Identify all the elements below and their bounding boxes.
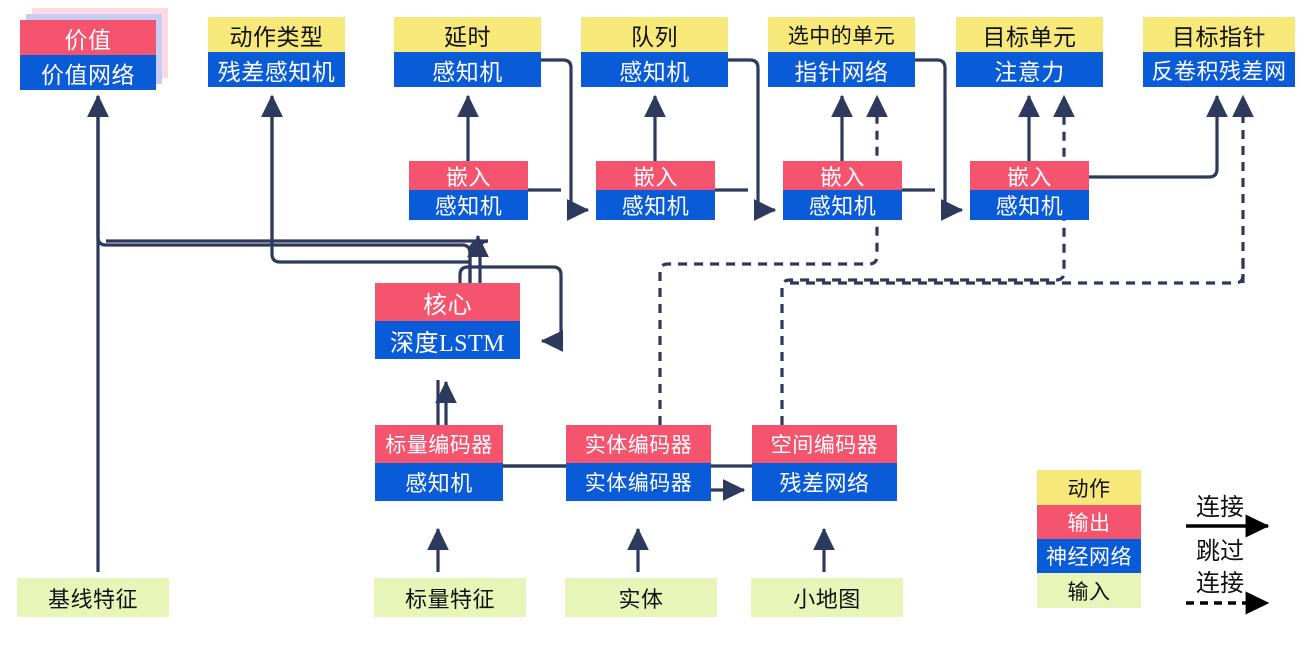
node-queued-action: 队列 (581, 17, 728, 52)
node-embed-4[interactable]: 嵌入 感知机 (970, 161, 1089, 220)
node-target-point-network: 反卷积残差网 (1143, 52, 1295, 87)
node-entity-encoder-network: 实体编码器 (566, 463, 711, 501)
node-target-unit-action: 目标单元 (956, 17, 1103, 52)
node-embed-2[interactable]: 嵌入 感知机 (596, 161, 715, 220)
node-entity-encoder[interactable]: 实体编码器 实体编码器 (566, 425, 711, 501)
node-action-type-action: 动作类型 (208, 17, 345, 52)
node-embed-1[interactable]: 嵌入 感知机 (409, 161, 528, 220)
node-spatial-encoder-output: 空间编码器 (752, 425, 897, 463)
node-core-network: 深度LSTM (375, 321, 520, 359)
legend-swatch-network: 神经网络 (1037, 539, 1141, 573)
node-selected-units-action: 选中的单元 (768, 17, 915, 52)
legend-label-connection: 连接 (1196, 495, 1244, 521)
node-target-point-action: 目标指针 (1143, 17, 1295, 52)
node-core[interactable]: 核心 深度LSTM (375, 283, 520, 359)
node-selected-units[interactable]: 选中的单元 指针网络 (768, 17, 915, 87)
node-scalar-encoder-output: 标量编码器 (375, 425, 503, 463)
wire-delay-to-embed2 (540, 58, 590, 221)
input-baseline-features[interactable]: 基线特征 (17, 578, 169, 617)
legend-arrow-group (1186, 514, 1270, 615)
input-scalar-features[interactable]: 标量特征 (374, 578, 526, 617)
node-core-output: 核心 (375, 283, 520, 321)
node-embed-1-network: 感知机 (409, 190, 528, 220)
node-embed-3-network: 感知机 (783, 190, 902, 220)
node-spatial-encoder-network: 残差网络 (752, 463, 897, 501)
legend-swatch-input: 输入 (1037, 573, 1141, 608)
node-entity-encoder-output: 实体编码器 (566, 425, 711, 463)
legend-swatch-action: 动作 (1037, 470, 1141, 505)
node-value[interactable]: 价值 价值网络 (20, 20, 156, 90)
node-action-type[interactable]: 动作类型 残差感知机 (208, 17, 345, 87)
wire-core-bus-corner (478, 239, 489, 283)
node-target-point[interactable]: 目标指针 反卷积残差网 (1143, 17, 1295, 87)
node-delay[interactable]: 延时 感知机 (394, 17, 541, 87)
node-value-network: 价值网络 (20, 55, 156, 90)
legend: 动作 输出 神经网络 输入 (1037, 470, 1141, 608)
node-queued[interactable]: 队列 感知机 (581, 17, 728, 87)
node-target-unit-network: 注意力 (956, 52, 1103, 87)
node-delay-action: 延时 (394, 17, 541, 52)
input-entities[interactable]: 实体 (565, 578, 717, 617)
node-embed-3-output: 嵌入 (783, 161, 902, 190)
node-scalar-encoder-network: 感知机 (375, 463, 503, 501)
wire-queued-to-embed3 (727, 58, 777, 221)
skip-entity-encoder-to-selected (658, 94, 888, 425)
wire-embed4-to-target-pointer (1089, 94, 1228, 179)
node-action-type-network: 残差感知机 (208, 52, 345, 87)
skip-bus-right-horizontal (790, 260, 1245, 285)
wire-core-to-embed1 (467, 234, 489, 283)
legend-label-skip-line1: 跳过 (1196, 539, 1244, 565)
node-target-unit[interactable]: 目标单元 注意力 (956, 17, 1103, 87)
node-embed-2-output: 嵌入 (596, 161, 715, 190)
node-embed-4-output: 嵌入 (970, 161, 1089, 190)
node-queued-network: 感知机 (581, 52, 728, 87)
node-selected-units-network: 指针网络 (768, 52, 915, 87)
legend-swatch-output: 输出 (1037, 505, 1141, 539)
node-scalar-encoder[interactable]: 标量编码器 感知机 (375, 425, 503, 501)
node-embed-4-network: 感知机 (970, 190, 1089, 220)
skip-spatial-encoder-to-targetunit (780, 94, 1075, 425)
node-embed-3[interactable]: 嵌入 感知机 (783, 161, 902, 220)
node-delay-network: 感知机 (394, 52, 541, 87)
wire-selected-to-embed4 (914, 58, 964, 221)
node-embed-2-network: 感知机 (596, 190, 715, 220)
wire-core-to-actiontype (261, 94, 470, 264)
node-value-output: 价值 (20, 20, 156, 55)
input-minimap[interactable]: 小地图 (751, 578, 903, 617)
node-embed-1-output: 嵌入 (409, 161, 528, 190)
wire-core-self-loop (458, 265, 564, 352)
node-spatial-encoder[interactable]: 空间编码器 残差网络 (752, 425, 897, 501)
legend-label-skip-line2: 连接 (1196, 571, 1244, 597)
